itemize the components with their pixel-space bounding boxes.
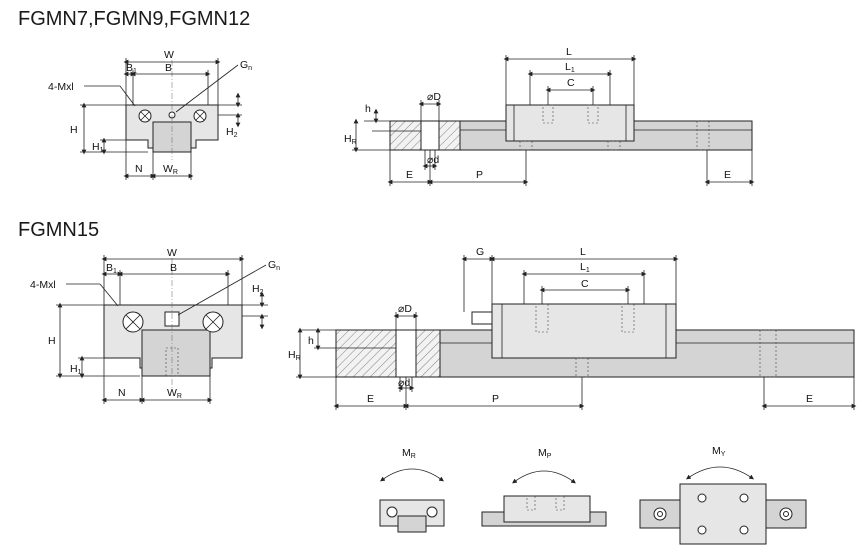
top-side-C-label: C (567, 77, 575, 89)
top-side-phid-label: ⌀d (427, 154, 439, 166)
top-side-L1-label: L1 (565, 61, 575, 74)
top-end-B-label: B (165, 62, 172, 74)
moment-MR-label: MR (402, 447, 416, 460)
moment-MY-block (679, 483, 767, 545)
top-end-Mxl-label: 4-Mxl (48, 81, 74, 93)
moment-MP-label: MP (538, 447, 552, 460)
moment-MR: MR (379, 447, 445, 533)
bottom-side-P-label: P (492, 393, 499, 405)
bottom-end-Gn-label: Gn (268, 259, 280, 272)
top-end-H2-label: H2 (226, 126, 238, 139)
top-side-E-right-label: E (724, 169, 731, 181)
moment-MY-arrow (686, 466, 754, 480)
top-side-P-label: P (476, 169, 483, 181)
bottom-side-phid-label: ⌀d (398, 377, 410, 389)
title-top: FGMN7,FGMN9,FGMN12 (18, 8, 250, 30)
top-side-E-left-label: E (406, 169, 413, 181)
moment-MY-label: MY (712, 445, 726, 458)
bottom-side-L1-label: L1 (580, 261, 590, 274)
top-side-L-label: L (566, 46, 572, 58)
bottom-end-B1-label: B1 (106, 262, 117, 275)
top-end-W-label: W (164, 49, 174, 61)
bottom-end-H1-label: H1 (70, 363, 82, 376)
bottom-end-H-label: H (48, 335, 56, 347)
top-side-h-label: h (365, 103, 371, 115)
moment-MP: MP (481, 447, 607, 527)
moment-MY: MY (639, 445, 807, 545)
moment-MR-arrow (380, 468, 444, 482)
bottom-end-view: W B1 B Gn 4-Mxl H H1 H2 N WR (30, 247, 280, 404)
bottom-side-E-left-label: E (367, 393, 374, 405)
bottom-side-G-label: G (476, 246, 484, 258)
bottom-side-HR-label: HR (288, 349, 301, 362)
bottom-side-C-label: C (581, 278, 589, 290)
bottom-side-phiD-label: ⌀D (398, 303, 412, 315)
bottom-side-rail-section (335, 329, 441, 378)
top-side-HR-label: HR (344, 133, 357, 146)
moment-MP-block (503, 495, 591, 523)
bottom-side-E-right-label: E (806, 393, 813, 405)
top-end-view: W B1 B Gn 4-Mxl H H1 H2 N WR (48, 49, 252, 180)
bottom-end-N-label: N (118, 387, 126, 399)
bottom-end-H2-label: H2 (252, 283, 264, 296)
bottom-side-L-label: L (580, 246, 586, 258)
bottom-side-view: G L L1 C ⌀D ⌀d h HR E P E (288, 246, 857, 410)
bottom-side-rail-hole (395, 329, 417, 378)
bottom-side-block (491, 303, 677, 359)
top-end-N-label: N (135, 163, 143, 175)
title-bottom: FGMN15 (18, 219, 99, 241)
bottom-end-rail (141, 329, 211, 377)
top-side-block (505, 104, 635, 142)
bottom-end-B-label: B (170, 262, 177, 274)
bottom-end-W-label: W (167, 247, 177, 259)
top-side-phiD-label: ⌀D (427, 91, 441, 103)
bottom-end-WR-label: WR (167, 387, 182, 400)
top-end-WR-label: WR (163, 163, 178, 176)
bottom-side-grease-nipple (471, 311, 493, 325)
top-end-H-label: H (70, 124, 78, 136)
top-side-rail-hole (420, 120, 440, 151)
bottom-end-Mxl-label: 4-Mxl (30, 279, 56, 291)
top-end-B1-label: B1 (126, 62, 137, 75)
top-side-view: L L1 C ⌀D ⌀d h HR E P E (344, 46, 755, 186)
bottom-side-h-label: h (308, 335, 314, 347)
top-end-H1-label: H1 (92, 141, 104, 154)
moment-MP-arrow (512, 470, 576, 484)
top-end-Gn-label: Gn (240, 59, 252, 72)
